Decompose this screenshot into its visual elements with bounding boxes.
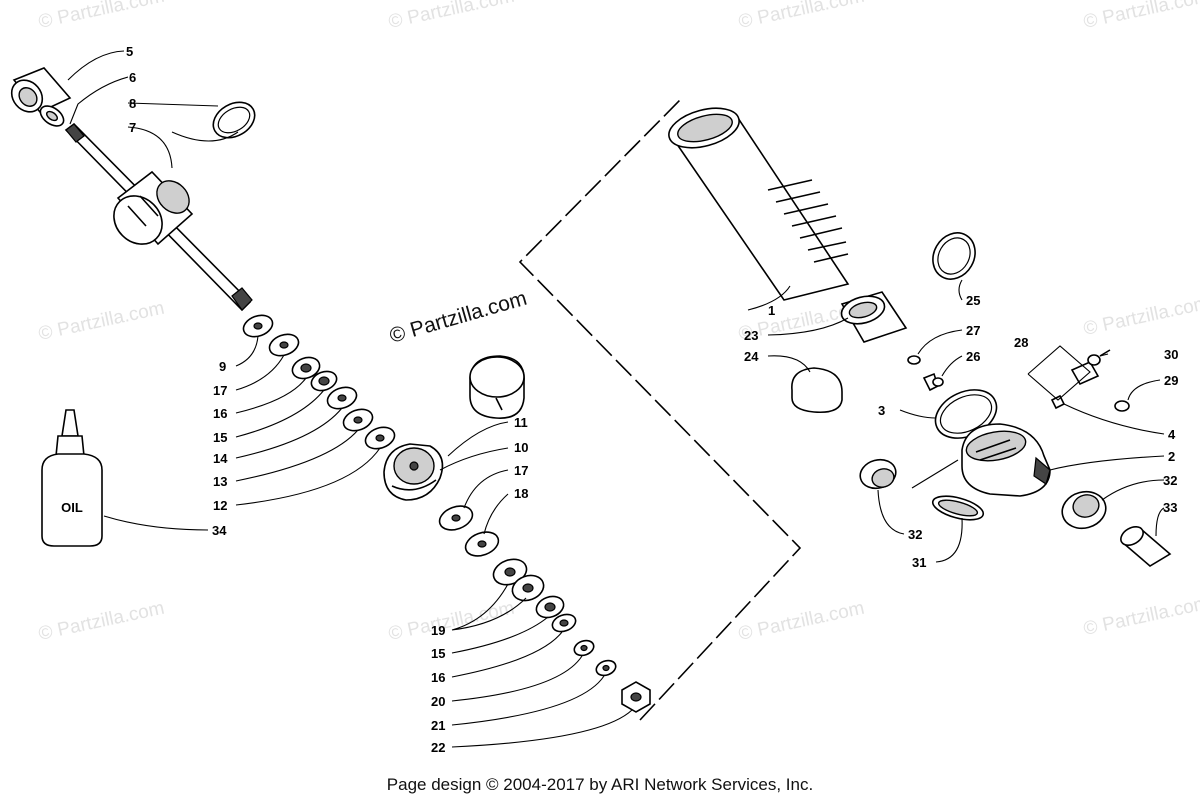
callout-2: 2: [1168, 449, 1175, 464]
callout-32-right: 32: [1163, 473, 1177, 488]
valve-core-part-4: [1050, 394, 1066, 410]
oil-bottle-part-34: OIL: [41, 409, 103, 547]
washer-part-15: [310, 370, 338, 392]
bracket-28: [1027, 345, 1091, 401]
body-cap-part-2: [961, 423, 1051, 497]
washer-part-18: [464, 531, 500, 557]
bushing-part-23: [840, 291, 908, 343]
callout-22: 22: [431, 740, 445, 755]
bushing-part-32-right: [1061, 490, 1107, 530]
washer-part-17b: [438, 505, 474, 531]
assembly-guide-line: [518, 99, 802, 721]
valve-part-30: [1070, 349, 1111, 386]
callout-26: 26: [966, 349, 980, 364]
watermark: © Partzilla.com: [387, 0, 517, 33]
washer-part-19b: [511, 574, 545, 602]
oring-part-25: [932, 232, 976, 280]
callout-7: 7: [129, 120, 136, 135]
washer-part-9: [242, 314, 274, 338]
center-watermark: © Partzilla.com: [387, 287, 529, 348]
callout-27: 27: [966, 323, 980, 338]
footer-copyright: Page design © 2004-2017 by ARI Network S…: [386, 775, 814, 794]
clip-part-24: [791, 367, 843, 414]
callout-32-left: 32: [908, 527, 922, 542]
nut-part-22: [621, 681, 651, 713]
decal-part-31: [931, 495, 985, 521]
callout-23: 23: [744, 328, 758, 343]
callout-5: 5: [126, 44, 133, 59]
callout-16: 16: [213, 406, 227, 421]
oil-label: OIL: [61, 500, 83, 515]
washer-part-17: [268, 333, 300, 357]
washer-part-19a: [492, 558, 528, 586]
callout-17: 17: [213, 383, 227, 398]
piston-part-10: [383, 443, 444, 501]
callout-34: 34: [212, 523, 227, 538]
washer-part-15b: [535, 595, 565, 619]
watermark: © Partzilla.com: [1082, 593, 1200, 640]
watermark: © Partzilla.com: [1082, 0, 1200, 33]
callout-16b: 16: [431, 670, 445, 685]
callout-20: 20: [431, 694, 445, 709]
washer-part-12: [364, 426, 396, 450]
callout-24: 24: [744, 349, 759, 364]
callout-1: 1: [768, 303, 775, 318]
washer-part-14: [326, 386, 358, 410]
oring-part-27: [907, 355, 921, 365]
seal-head-part-7: [113, 170, 194, 246]
callout-31: 31: [912, 555, 926, 570]
callout-33: 33: [1163, 500, 1177, 515]
washer-part-16: [291, 356, 321, 380]
valve-washer-stack: [438, 505, 651, 713]
callout-9: 9: [219, 359, 226, 374]
watermark: © Partzilla.com: [737, 598, 867, 645]
callout-11: 11: [514, 415, 528, 430]
callout-21: 21: [431, 718, 445, 733]
callout-6: 6: [129, 70, 136, 85]
callout-numbers: 5 6 8 7 9 17 16 15 14 13 12 34 11 10 17 …: [126, 44, 1178, 755]
sleeve-part-33: [1120, 526, 1172, 567]
callout-12: 12: [213, 498, 227, 513]
oring-part-8: [212, 101, 256, 139]
callout-28: 28: [1014, 335, 1028, 350]
callout-17b: 17: [514, 463, 528, 478]
washer-part-16b: [551, 613, 577, 633]
watermark: © Partzilla.com: [37, 0, 167, 33]
callout-19: 19: [431, 623, 445, 638]
leader-lines: [67, 50, 1165, 748]
callout-30: 30: [1164, 347, 1178, 362]
callout-14: 14: [213, 451, 228, 466]
washer-part-20: [573, 639, 595, 657]
watermark-layer: © Partzilla.com © Partzilla.com © Partzi…: [37, 0, 1200, 645]
callout-13: 13: [213, 474, 227, 489]
bracket-32: [911, 459, 959, 489]
shaft-assembly: [10, 67, 256, 312]
callout-8: 8: [129, 96, 136, 111]
watermark: © Partzilla.com: [387, 598, 517, 645]
shock-body-part-1: [668, 107, 850, 301]
piston-ring-part-11: [469, 355, 525, 419]
washer-part-13: [342, 408, 374, 432]
callout-25: 25: [966, 293, 980, 308]
screw-part-26: [922, 372, 944, 392]
shaft-washer-stack: [242, 314, 396, 450]
callout-15: 15: [213, 430, 227, 445]
callout-18: 18: [514, 486, 528, 501]
callout-4: 4: [1168, 427, 1176, 442]
callout-3: 3: [878, 403, 885, 418]
callout-29: 29: [1164, 373, 1178, 388]
oring-part-29: [1114, 400, 1130, 412]
washer-part-21: [595, 659, 617, 677]
bushing-part-32-left: [859, 458, 897, 490]
bumper-part-5: [10, 67, 72, 113]
watermark: © Partzilla.com: [37, 598, 167, 645]
watermark: © Partzilla.com: [37, 298, 167, 345]
callout-15b: 15: [431, 646, 445, 661]
washer-part-6: [39, 105, 65, 127]
callout-10: 10: [514, 440, 528, 455]
watermark: © Partzilla.com: [1082, 293, 1200, 340]
watermark: © Partzilla.com: [737, 0, 867, 33]
